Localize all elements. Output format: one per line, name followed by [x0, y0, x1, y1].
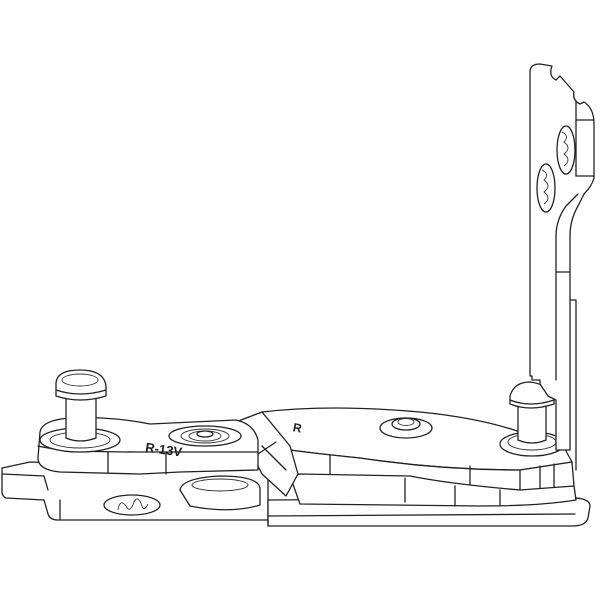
base-slot — [103, 494, 161, 516]
plate-screw-hole-lower — [536, 163, 556, 213]
left-pin — [39, 369, 121, 453]
stay-rivet — [379, 417, 433, 439]
corner-plate — [529, 63, 595, 471]
arm-marking: R-13V — [144, 440, 183, 460]
plate-screw-hole-upper — [556, 125, 576, 175]
arm-rivet — [168, 425, 242, 447]
lower-roller — [179, 475, 261, 511]
stay-marking: R — [292, 420, 303, 435]
